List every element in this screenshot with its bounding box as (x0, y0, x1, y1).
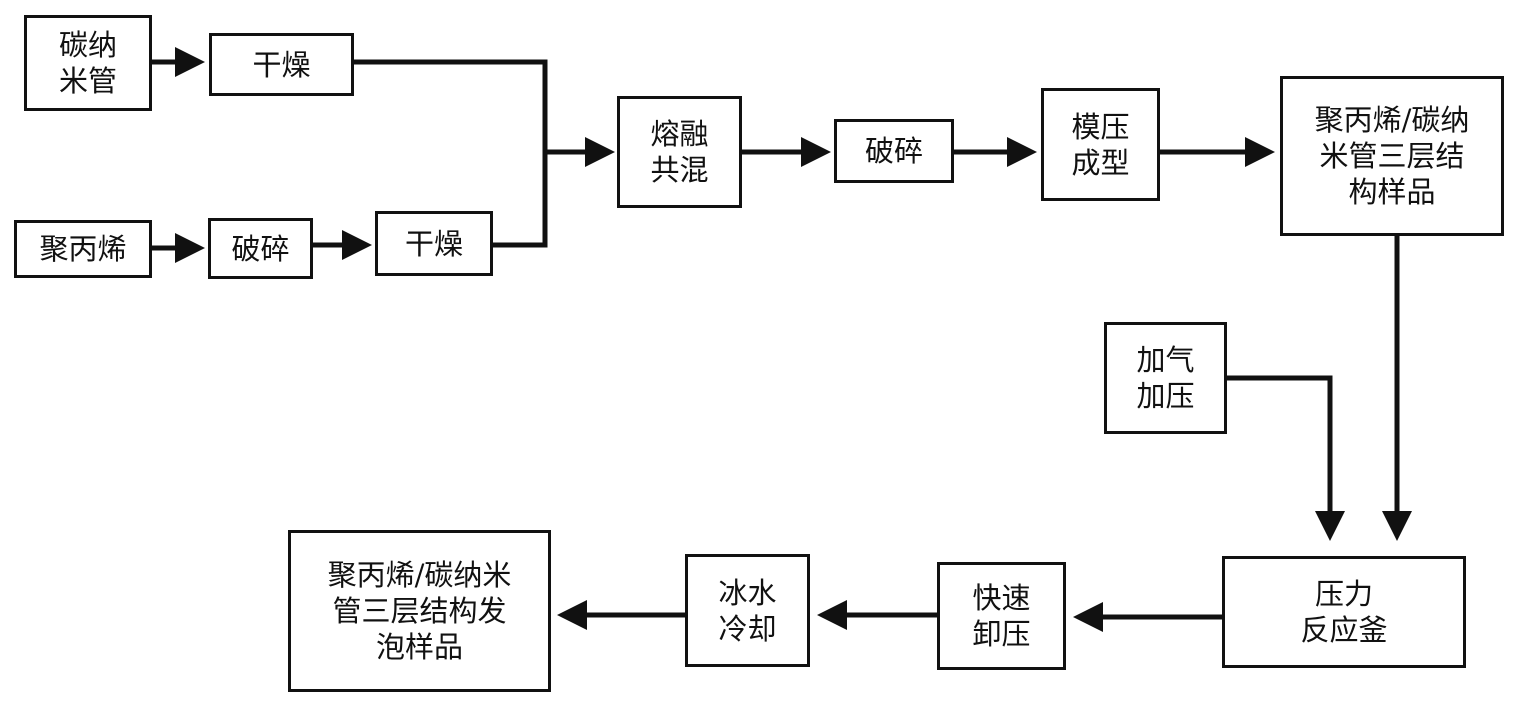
node-foamed-sample: 聚丙烯/碳纳米 管三层结构发 泡样品 (288, 530, 551, 692)
node-dry-2: 干燥 (375, 211, 493, 276)
node-crush-1: 破碎 (208, 218, 313, 279)
node-three-layer-sample: 聚丙烯/碳纳 米管三层结 构样品 (1280, 76, 1504, 236)
node-melt-blend: 熔融 共混 (617, 96, 742, 208)
node-carbon-nanotube: 碳纳 米管 (24, 15, 152, 111)
node-crush-2: 破碎 (834, 119, 954, 183)
node-pressure-reactor: 压力 反应釜 (1222, 556, 1466, 668)
line-dry2-to-merge (493, 152, 548, 248)
node-polypropylene: 聚丙烯 (14, 220, 152, 278)
line-dry1-to-merge (354, 59, 548, 152)
node-rapid-release: 快速 卸压 (937, 562, 1066, 670)
node-gas-pressurize: 加气 加压 (1104, 322, 1227, 434)
node-compression-mold: 模压 成型 (1041, 88, 1160, 201)
node-ice-water-cooling: 冰水 冷却 (685, 554, 810, 667)
node-dry-1: 干燥 (209, 33, 354, 96)
arrow-gas-to-reactor (1227, 375, 1345, 541)
